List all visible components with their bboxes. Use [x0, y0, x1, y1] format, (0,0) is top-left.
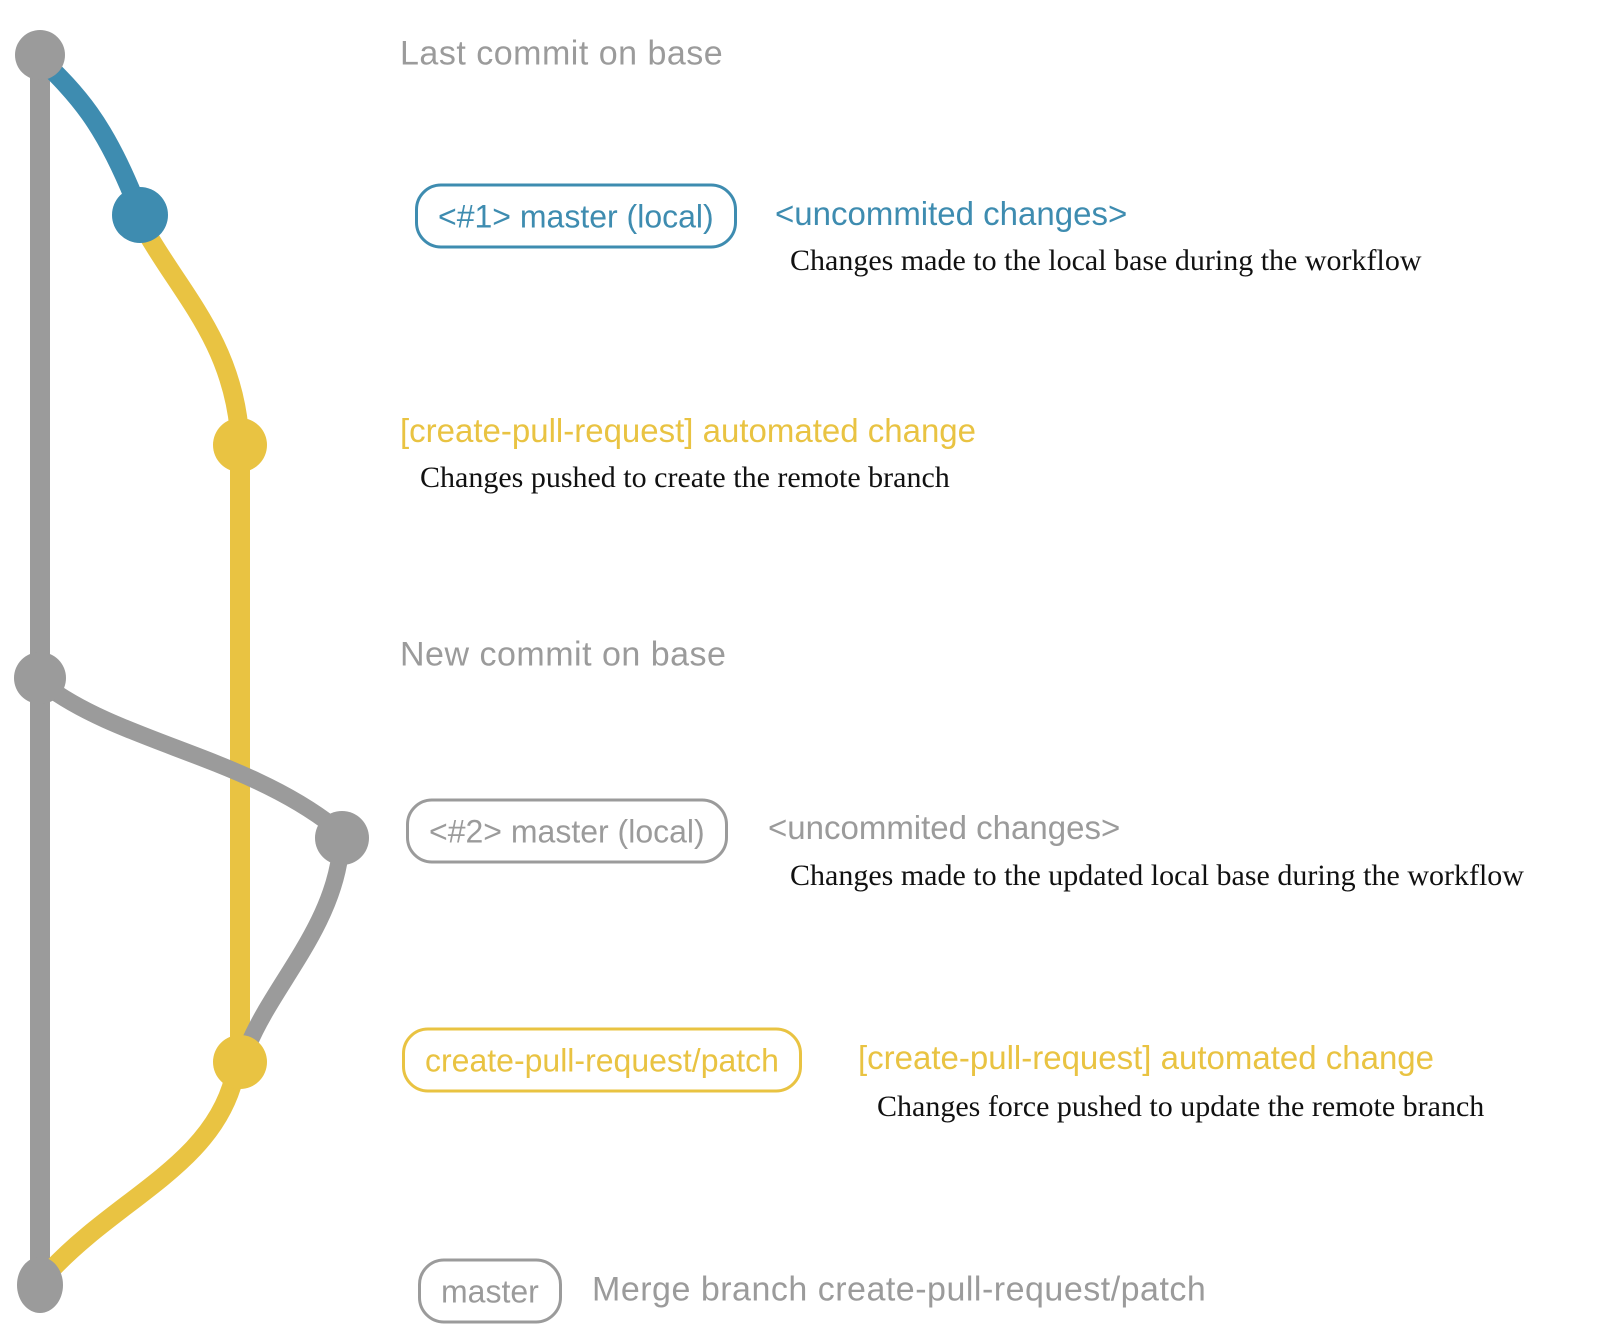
commit-dot-local-1	[112, 187, 168, 243]
commit-graph	[14, 30, 369, 1313]
badge-create-pull-request-patch: create-pull-request/patch	[402, 1027, 802, 1093]
commit-dot-base-new	[14, 652, 66, 704]
description-push-1: Changes pushed to create the remote bran…	[420, 461, 950, 494]
headline-uncommited-changes-2: <uncommited changes>	[768, 809, 1121, 846]
headline-uncommited-changes-1: <uncommited changes>	[775, 195, 1128, 232]
label-last-commit-on-base: Last commit on base	[400, 34, 724, 73]
headline-automated-change-1: [create-pull-request] automated change	[400, 412, 977, 449]
headline-automated-change-2: [create-pull-request] automated change	[858, 1039, 1435, 1076]
commit-dot-base-merge	[17, 1257, 63, 1313]
commit-dot-local-2	[315, 811, 369, 865]
local-branch-curve-2	[36, 676, 343, 836]
badge-master-local-1: <#1> master (local)	[415, 183, 737, 249]
local-branch-curve-3	[239, 846, 349, 1055]
description-merge-branch: Merge branch create-pull-request/patch	[592, 1270, 1207, 1309]
commit-dot-patch-1	[213, 418, 267, 472]
local-branch-curve-1	[30, 48, 144, 208]
description-push-2: Changes force pushed to update the remot…	[877, 1090, 1485, 1123]
badge-master: master	[418, 1258, 562, 1324]
commit-dot-base-last	[15, 30, 65, 80]
merge-curve	[40, 1068, 244, 1281]
badge-master-local-2: <#2> master (local)	[406, 798, 728, 864]
description-local-changes-1: Changes made to the local base during th…	[790, 244, 1422, 277]
commit-dot-patch-2	[213, 1035, 267, 1089]
label-new-commit-on-base: New commit on base	[400, 635, 727, 674]
patch-branch-curve-1	[135, 220, 249, 438]
description-local-changes-2: Changes made to the updated local base d…	[790, 859, 1524, 892]
